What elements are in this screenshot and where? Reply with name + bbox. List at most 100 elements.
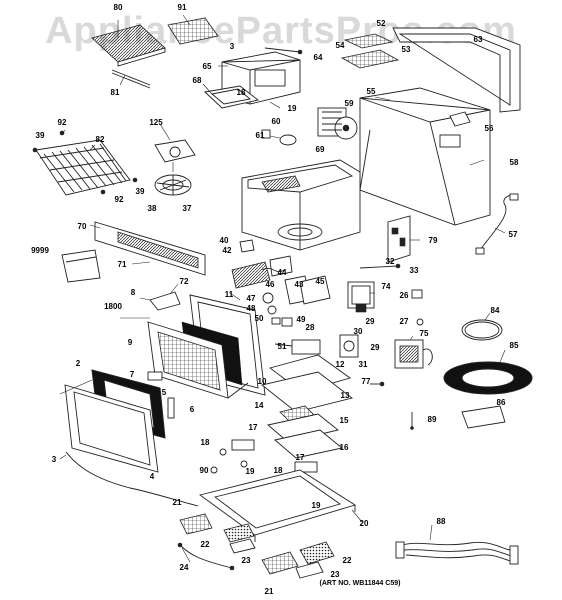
part-81-rod bbox=[111, 69, 151, 89]
part-74-magnetron bbox=[347, 281, 375, 313]
leader-lines bbox=[59, 14, 506, 563]
part-label: 19 bbox=[246, 467, 255, 476]
part-label: 16 bbox=[340, 443, 349, 452]
part-label: 5 bbox=[162, 388, 167, 397]
part-label: 21 bbox=[173, 498, 182, 507]
part-label: 91 bbox=[178, 3, 187, 12]
part-30-31-hv-capacitor bbox=[339, 334, 359, 358]
part-label: 19 bbox=[288, 104, 297, 113]
part-label: 9 bbox=[128, 338, 133, 347]
part-80-grease-filter bbox=[91, 24, 166, 67]
part-24-wire bbox=[177, 542, 235, 571]
part-9-door-inner bbox=[147, 321, 229, 399]
part-label: 84 bbox=[491, 306, 500, 315]
part-label: 70 bbox=[78, 222, 87, 231]
part-label: 68 bbox=[193, 76, 202, 85]
part-label: 56 bbox=[485, 124, 494, 133]
part-label: 71 bbox=[118, 260, 127, 269]
part-69-oven-cavity bbox=[241, 159, 361, 251]
part-label: 9999 bbox=[31, 246, 49, 255]
part-label: 7 bbox=[130, 370, 135, 379]
part-64-screw bbox=[264, 47, 303, 55]
part-8-72-door-hinge bbox=[149, 291, 181, 311]
part-79-control-board bbox=[387, 215, 411, 263]
part-label: 77 bbox=[362, 377, 371, 386]
part-60-61-switch bbox=[261, 129, 297, 146]
part-label: 64 bbox=[314, 53, 323, 62]
part-label: 40 bbox=[220, 236, 229, 245]
part-label: 79 bbox=[429, 236, 438, 245]
part-label: 82 bbox=[96, 135, 105, 144]
part-label: 4 bbox=[150, 472, 155, 481]
part-label: 42 bbox=[223, 246, 232, 255]
part-label: 53 bbox=[402, 45, 411, 54]
part-label: 72 bbox=[180, 277, 189, 286]
part-label: 92 bbox=[115, 195, 124, 204]
part-label: 44 bbox=[278, 268, 287, 277]
part-label: 39 bbox=[136, 187, 145, 196]
art-number: (ART NO. WB11844 C59) bbox=[319, 580, 401, 587]
part-label: 92 bbox=[58, 118, 67, 127]
part-label: 18 bbox=[201, 438, 210, 447]
part-16-cover bbox=[274, 429, 344, 459]
part-label: 14 bbox=[255, 401, 264, 410]
part-label: 23 bbox=[242, 556, 251, 565]
part-label: 29 bbox=[366, 317, 375, 326]
part-label: 3 bbox=[230, 42, 235, 51]
part-label: 18 bbox=[237, 88, 246, 97]
part-label: 32 bbox=[386, 257, 395, 266]
part-43-44-46-door-switches bbox=[261, 255, 331, 305]
part-32-33-sensor bbox=[359, 263, 401, 269]
part-label: 27 bbox=[400, 317, 409, 326]
part-label: 88 bbox=[437, 517, 446, 526]
part-91-charcoal-filter bbox=[167, 17, 219, 45]
part-label: 51 bbox=[278, 342, 287, 351]
part-37-38-roller-guide bbox=[154, 174, 192, 196]
part-label: 28 bbox=[306, 323, 315, 332]
part-label: 59 bbox=[345, 99, 354, 108]
part-label: 33 bbox=[410, 266, 419, 275]
part-labels: 80 91 52 53 54 63 3 64 65 68 18 19 81 55… bbox=[31, 3, 519, 596]
part-label: 86 bbox=[497, 398, 506, 407]
part-39-92-rack-supports bbox=[32, 130, 138, 195]
part-label: 23 bbox=[331, 570, 340, 579]
part-label: 13 bbox=[341, 391, 350, 400]
part-68-bracket bbox=[204, 85, 260, 109]
part-70-vent-grille-panel bbox=[94, 221, 206, 276]
part-28-51-diode-capacitor bbox=[274, 339, 321, 355]
part-label: 11 bbox=[225, 290, 234, 299]
part-label: 30 bbox=[354, 327, 363, 336]
part-label: 17 bbox=[249, 423, 258, 432]
part-label: 6 bbox=[190, 405, 195, 414]
part-label: 12 bbox=[336, 360, 345, 369]
part-label: 89 bbox=[428, 415, 437, 424]
part-label: 26 bbox=[400, 291, 409, 300]
part-14-15-light-cover bbox=[267, 405, 339, 443]
part-3-door-outer-panel bbox=[64, 384, 159, 473]
part-3-door-handle bbox=[65, 451, 199, 507]
part-26-fuse bbox=[411, 289, 423, 299]
part-label: 69 bbox=[316, 145, 325, 154]
part-label: 54 bbox=[336, 41, 345, 50]
part-label: 60 bbox=[272, 117, 281, 126]
part-58-outer-case bbox=[359, 87, 491, 226]
part-75-hv-transformer bbox=[394, 339, 433, 369]
part-label: 81 bbox=[111, 88, 120, 97]
part-84-roller-ring bbox=[461, 319, 503, 341]
part-89-screw bbox=[410, 412, 414, 430]
part-label: 22 bbox=[343, 556, 352, 565]
part-40-42-latch bbox=[231, 239, 271, 289]
part-label: 85 bbox=[510, 341, 519, 350]
part-56-clip bbox=[449, 111, 471, 127]
part-label: 48 bbox=[247, 304, 256, 313]
part-label: 58 bbox=[510, 158, 519, 167]
part-86-filter-pad bbox=[461, 405, 506, 429]
part-59-fan-motor bbox=[317, 107, 358, 140]
part-label: 1800 bbox=[104, 302, 122, 311]
part-label: 75 bbox=[420, 329, 429, 338]
part-label: 31 bbox=[359, 360, 368, 369]
part-47-50-interlock-parts bbox=[262, 292, 293, 327]
part-label: 10 bbox=[258, 377, 267, 386]
part-label: 46 bbox=[266, 280, 275, 289]
